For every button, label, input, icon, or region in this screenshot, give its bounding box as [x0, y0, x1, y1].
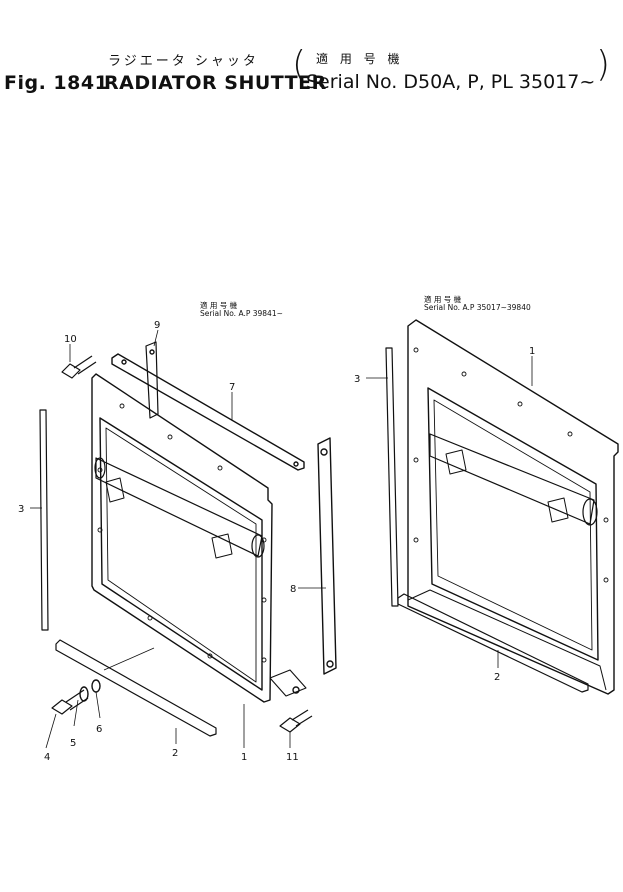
right-note-serial: Serial No. A.P 35017~39840	[424, 303, 531, 312]
bolt-4	[51, 689, 89, 715]
right-side-strip	[385, 347, 399, 607]
washer-5	[79, 686, 89, 702]
left-roller	[95, 457, 263, 557]
left-side-strip	[39, 409, 49, 631]
right-frame-holes	[413, 347, 609, 583]
callout-2-right: 2	[494, 672, 500, 683]
right-bottom-bar	[397, 593, 589, 693]
figure-title: RADIATOR SHUTTER	[104, 72, 327, 94]
left-leader-lines	[30, 329, 326, 749]
bolt-11	[279, 709, 313, 733]
left-side-plate-8	[317, 437, 337, 675]
callout-11: 11	[286, 752, 299, 763]
bolt-10	[61, 355, 97, 379]
left-frame-opening	[99, 417, 263, 691]
callout-8: 8	[290, 584, 296, 595]
left-note: 適 用 号 機 Serial No. A.P 39841~	[200, 302, 283, 318]
title-japanese: ラジエータ シャッタ	[108, 54, 259, 69]
callout-2-left: 2	[172, 748, 178, 759]
left-paren: (	[292, 44, 307, 85]
left-top-bar	[111, 353, 305, 471]
right-frame-opening-inner	[433, 399, 593, 651]
callout-6: 6	[96, 724, 102, 735]
left-bottom-bar	[55, 639, 217, 737]
left-note-jp: 適 用 号 機	[200, 301, 238, 310]
left-frame-holes	[97, 403, 267, 663]
left-note-serial: Serial No. A.P 39841~	[200, 309, 283, 318]
callout-5: 5	[70, 738, 76, 749]
right-note-jp: 適 用 号 機	[424, 295, 462, 304]
callout-1-right: 1	[529, 346, 535, 357]
left-bracket-9	[145, 341, 159, 419]
left-lower-bracket	[269, 669, 307, 697]
right-frame-outer	[407, 319, 619, 695]
figure-number: Fig. 1841	[4, 72, 109, 94]
serial-number: Serial No. D50A, P, PL 35017~	[306, 71, 596, 93]
right-leader-lines	[366, 356, 533, 668]
right-frame-opening	[427, 387, 599, 661]
left-frame-outer	[91, 373, 273, 703]
callout-7: 7	[229, 382, 235, 393]
applicable-japanese: 適 用 号 機	[316, 52, 404, 66]
callout-1-left: 1	[241, 752, 247, 763]
left-frame-opening-inner	[105, 427, 257, 683]
right-paren: )	[596, 44, 611, 85]
washer-6	[91, 679, 101, 693]
callout-3-right: 3	[354, 374, 360, 385]
callout-3-left: 3	[18, 504, 24, 515]
right-note: 適 用 号 機 Serial No. A.P 35017~39840	[424, 296, 531, 312]
right-roller	[429, 433, 595, 525]
callout-10: 10	[64, 334, 77, 345]
callout-9: 9	[154, 320, 160, 331]
callout-4: 4	[44, 752, 50, 763]
